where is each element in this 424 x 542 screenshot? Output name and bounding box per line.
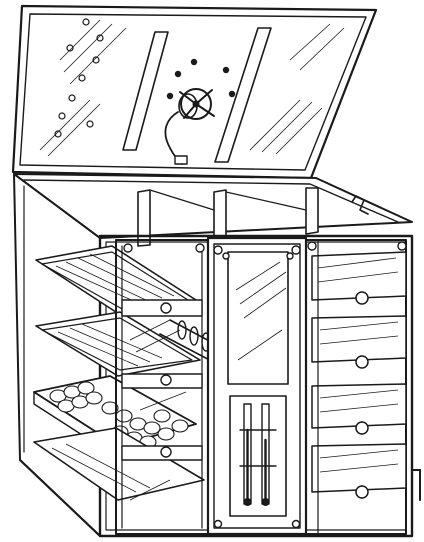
left-door (115, 239, 209, 535)
lid (11, 4, 378, 180)
lid-glass-hatching (39, 19, 345, 157)
center-panel (206, 236, 308, 536)
lid-vent-holes (54, 18, 104, 138)
right-door (305, 239, 407, 535)
left-trays (33, 245, 205, 501)
fan-plate-holes (166, 58, 236, 100)
fan-icon (164, 88, 215, 165)
thermometer-icon (239, 403, 277, 506)
lid-slats (122, 27, 272, 163)
